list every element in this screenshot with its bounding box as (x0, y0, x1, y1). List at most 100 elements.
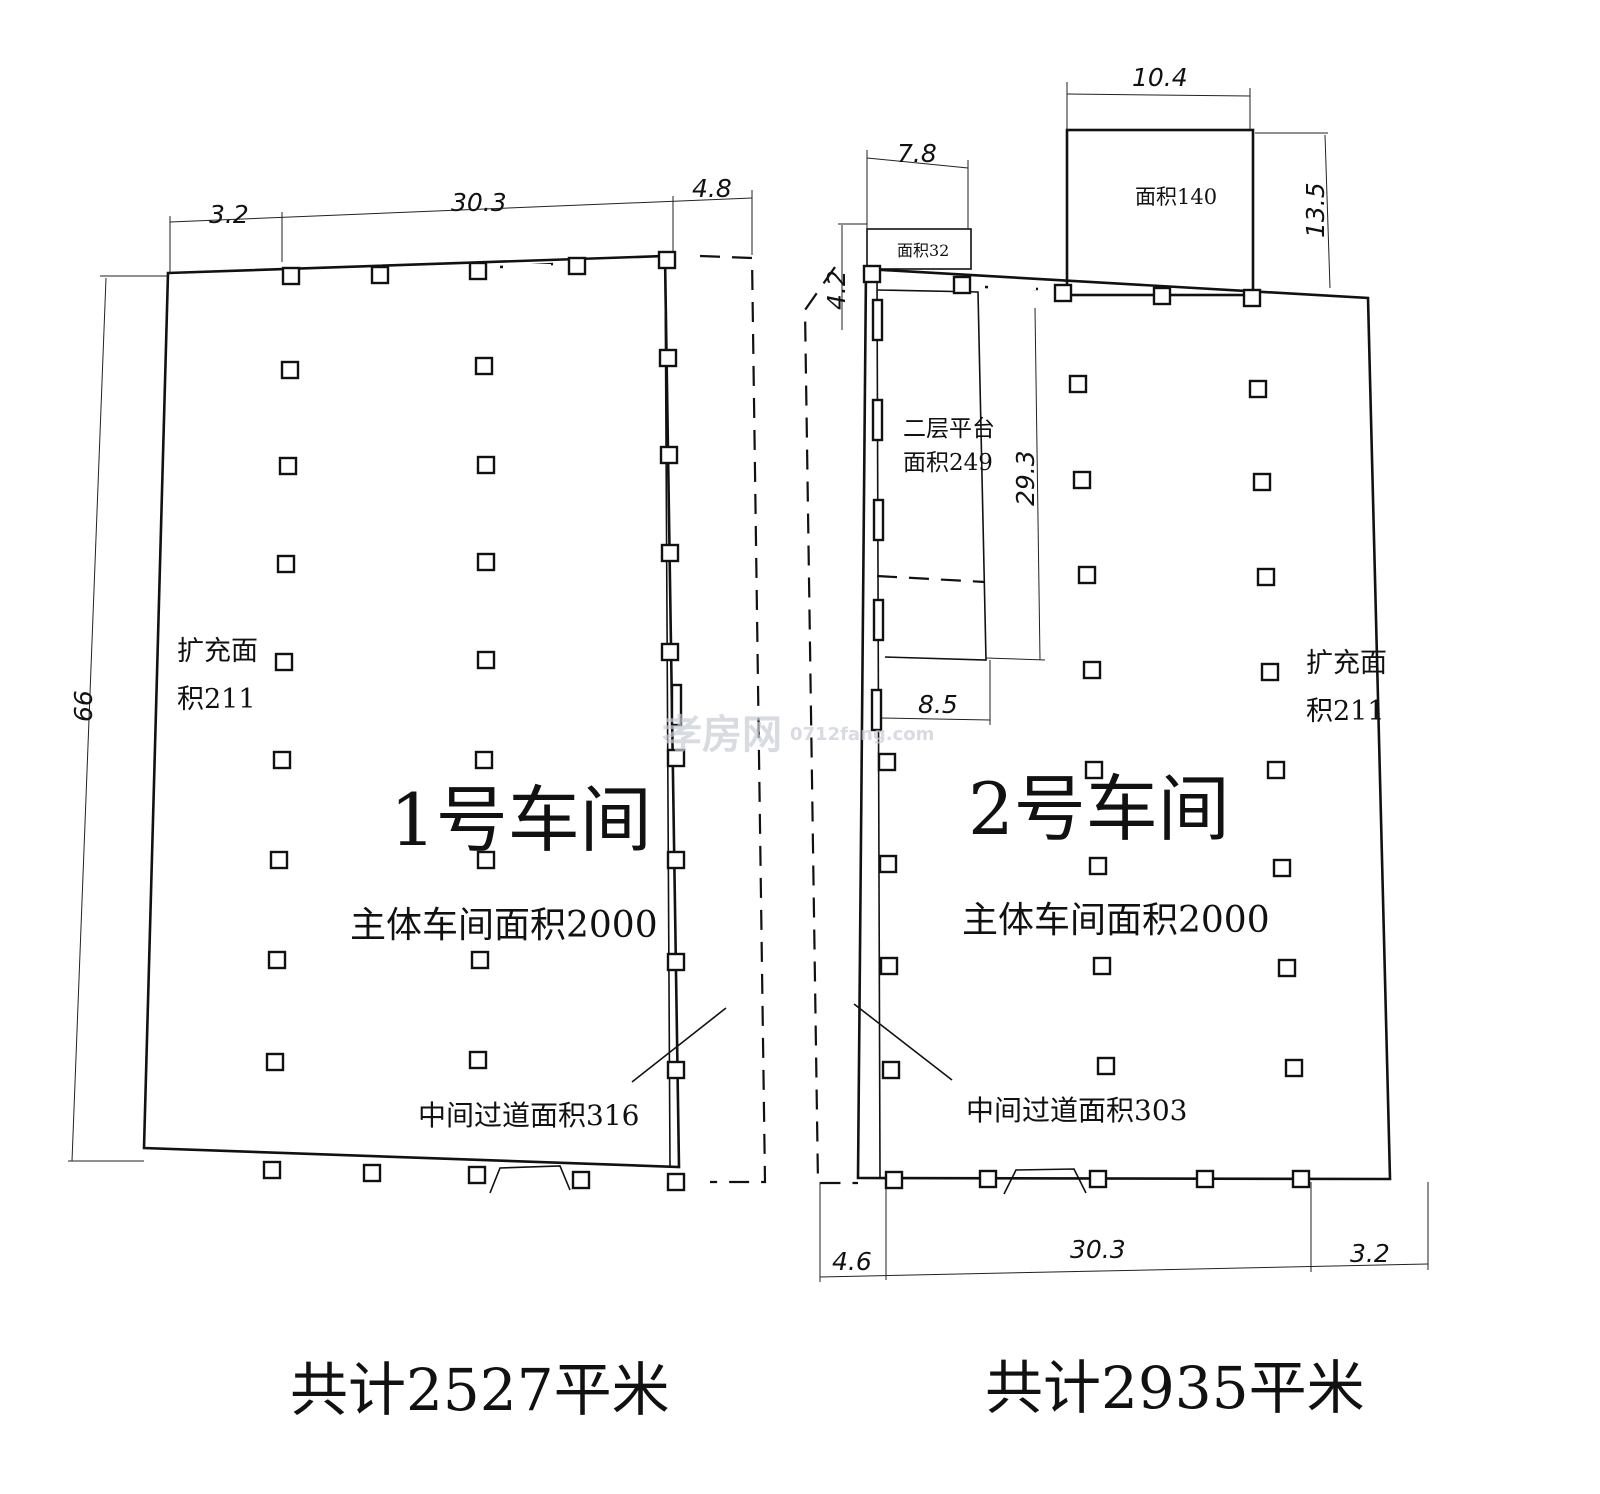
column-marker (262, 1160, 282, 1180)
watermark-url: 0712fang.com (790, 724, 934, 745)
workshop-2-outline (856, 267, 1392, 1181)
dim-top-right-1: 4.8 (692, 174, 732, 203)
column-marker (1068, 374, 1088, 394)
dim-platform-width: 8.5 (918, 690, 958, 719)
workshop-1-title: 1号车间 (390, 778, 652, 862)
platform-outline (876, 289, 987, 661)
wall-post (872, 498, 885, 542)
dim-top-mid-1: 30.3 (451, 188, 507, 217)
column-marker (280, 360, 300, 380)
column-marker (1260, 662, 1280, 682)
workshop-1-outline (142, 254, 681, 1169)
dim-bottom-mid-2: 30.3 (1070, 1235, 1126, 1264)
workshop-2-main-area: 主体车间面积2000 (962, 900, 1270, 941)
workshop-2-title: 2号车间 (968, 767, 1230, 851)
column-marker (666, 748, 686, 768)
dim-top-left-1: 3.2 (209, 200, 249, 229)
column-marker (657, 250, 677, 270)
dim-annex-small-width: 7.8 (897, 139, 937, 168)
column-marker (1272, 858, 1292, 878)
column-marker (1088, 1169, 1108, 1189)
column-marker (265, 1052, 285, 1072)
dim-annex-large-width: 10.4 (1132, 63, 1188, 92)
column-marker (666, 1060, 686, 1080)
column-marker (281, 266, 301, 286)
workshop-1-main-area: 主体车间面积2000 (350, 905, 658, 946)
column-marker (862, 264, 882, 284)
workshop-2-corridor-label: 中间过道面积303 (966, 1094, 1187, 1127)
column-marker (468, 261, 488, 281)
column-marker (666, 952, 686, 972)
column-marker (1242, 288, 1262, 308)
workshop-1-inner-wall (664, 255, 671, 1168)
column-marker (278, 456, 298, 476)
column-marker (474, 750, 494, 770)
column-marker (879, 956, 899, 976)
column-marker (1248, 379, 1268, 399)
workshop-2-door (1003, 1168, 1087, 1195)
wall-post (871, 398, 884, 442)
column-marker (666, 850, 686, 870)
dim-bottom-left-2: 4.6 (832, 1247, 872, 1276)
workshop-2-leader (853, 1003, 953, 1081)
column-marker (978, 1169, 998, 1189)
wall-post (670, 683, 683, 727)
workshop-1-corridor (699, 254, 767, 1184)
workshop-2-total: 共计2935平米 (985, 1354, 1365, 1422)
watermark-logo: 孝房网 (662, 712, 782, 758)
column-marker (952, 275, 972, 295)
column-marker (1053, 283, 1073, 303)
column-marker (1092, 956, 1112, 976)
column-marker (467, 1165, 487, 1185)
dim-line-bottom-2 (819, 1263, 1429, 1278)
column-marker (660, 543, 680, 563)
column-marker (1256, 567, 1276, 587)
column-marker (1082, 660, 1102, 680)
column-marker (567, 256, 587, 276)
dim-line-height-1 (71, 277, 107, 1162)
column-marker (468, 1050, 488, 1070)
dim-line-platform-height (1034, 307, 1041, 661)
dim-line-platform-width (879, 717, 991, 721)
column-marker (470, 950, 490, 970)
workshop-2-expansion-line2: 积211 (1306, 696, 1385, 727)
dim-line-annex-height (1324, 134, 1331, 289)
workshop-1-expansion-line2: 积211 (177, 684, 256, 715)
platform-label-line1: 二层平台 (903, 416, 995, 442)
wall-post (871, 298, 884, 342)
column-marker (571, 1170, 591, 1190)
dim-bottom-right-2: 3.2 (1350, 1239, 1390, 1268)
workshop-2-corridor (803, 266, 858, 1185)
column-marker (1096, 1056, 1116, 1076)
dim-annex-large-height: 13.5 (1301, 182, 1330, 238)
dim-height-1: 66 (69, 690, 98, 722)
workshop-2-expansion-line1: 扩充面 (1306, 648, 1387, 679)
wall-post (872, 598, 885, 642)
column-markers (262, 250, 1311, 1192)
column-marker (1252, 472, 1272, 492)
workshop-1-door (489, 1165, 571, 1194)
column-marker (269, 850, 289, 870)
column-marker (659, 445, 679, 465)
column-marker (1088, 856, 1108, 876)
workshop-1-leader (631, 1007, 727, 1083)
column-marker (658, 348, 678, 368)
column-marker (274, 652, 294, 672)
annex-small-label: 面积32 (897, 241, 949, 260)
dim-platform-height: 29.3 (1011, 450, 1040, 506)
column-marker (476, 455, 496, 475)
platform-label-line2: 面积249 (903, 450, 993, 476)
column-marker (881, 1060, 901, 1080)
column-marker (1284, 1058, 1304, 1078)
column-marker (884, 1170, 904, 1190)
column-marker (878, 854, 898, 874)
column-marker (370, 265, 390, 285)
column-marker (1072, 470, 1092, 490)
wall-post (870, 688, 883, 732)
workshop-1-corridor-label: 中间过道面积316 (418, 1099, 639, 1132)
workshop-1 (68, 190, 767, 1194)
column-marker (1195, 1169, 1215, 1189)
column-marker (1152, 286, 1172, 306)
column-marker (476, 850, 496, 870)
